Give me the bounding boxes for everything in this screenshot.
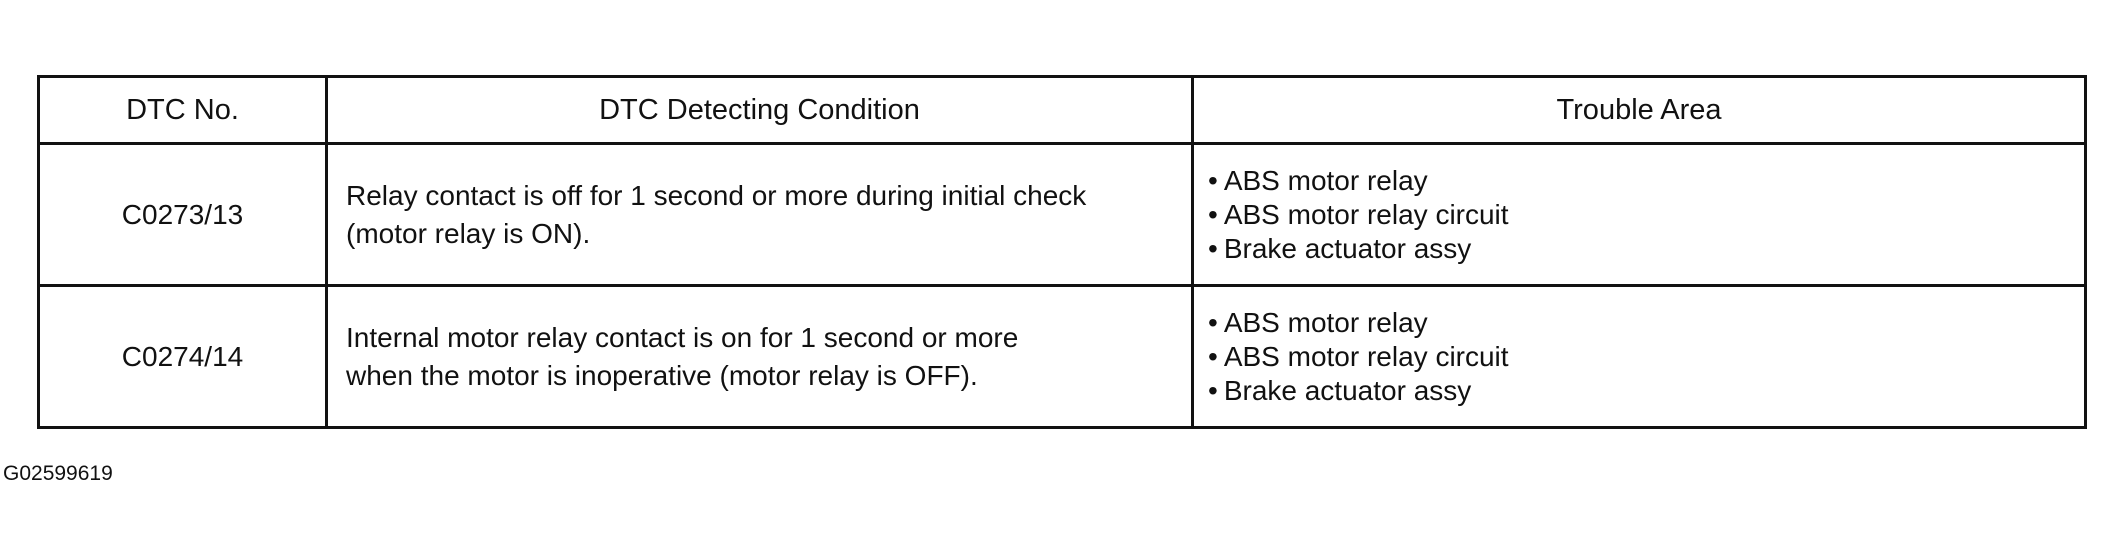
dtc-code-cell: C0273/13	[37, 142, 328, 287]
trouble-area-cell: ABS motor relay ABS motor relay circuit …	[1191, 284, 2087, 429]
list-item: ABS motor relay	[1208, 306, 2084, 340]
header-trouble-area: Trouble Area	[1191, 75, 2087, 145]
condition-line: Relay contact is off for 1 second or mor…	[346, 179, 1087, 211]
dtc-code-cell: C0274/14	[37, 284, 328, 429]
condition-cell: Internal motor relay contact is on for 1…	[325, 284, 1194, 429]
condition-line: (motor relay is ON).	[346, 217, 591, 249]
table-row: C0274/14 Internal motor relay contact is…	[37, 284, 2087, 429]
header-detecting-condition: DTC Detecting Condition	[325, 75, 1194, 145]
list-item: ABS motor relay circuit	[1208, 340, 2084, 374]
list-item: ABS motor relay circuit	[1208, 198, 2084, 232]
table-row: C0273/13 Relay contact is off for 1 seco…	[37, 142, 2087, 287]
list-item: Brake actuator assy	[1208, 374, 2084, 408]
list-item: ABS motor relay	[1208, 164, 2084, 198]
header-dtc-no: DTC No.	[37, 75, 328, 145]
dtc-table: DTC No. DTC Detecting Condition Trouble …	[37, 75, 2087, 429]
list-item: Brake actuator assy	[1208, 232, 2084, 266]
trouble-area-cell: ABS motor relay ABS motor relay circuit …	[1191, 142, 2087, 287]
trouble-area-list: ABS motor relay ABS motor relay circuit …	[1208, 306, 2084, 408]
condition-line: when the motor is inoperative (motor rel…	[346, 359, 978, 391]
condition-line: Internal motor relay contact is on for 1…	[346, 321, 1019, 353]
trouble-area-list: ABS motor relay ABS motor relay circuit …	[1208, 164, 2084, 266]
header-row: DTC No. DTC Detecting Condition Trouble …	[37, 75, 2087, 145]
figure-code: G02599619	[3, 462, 113, 485]
condition-cell: Relay contact is off for 1 second or mor…	[325, 142, 1194, 287]
